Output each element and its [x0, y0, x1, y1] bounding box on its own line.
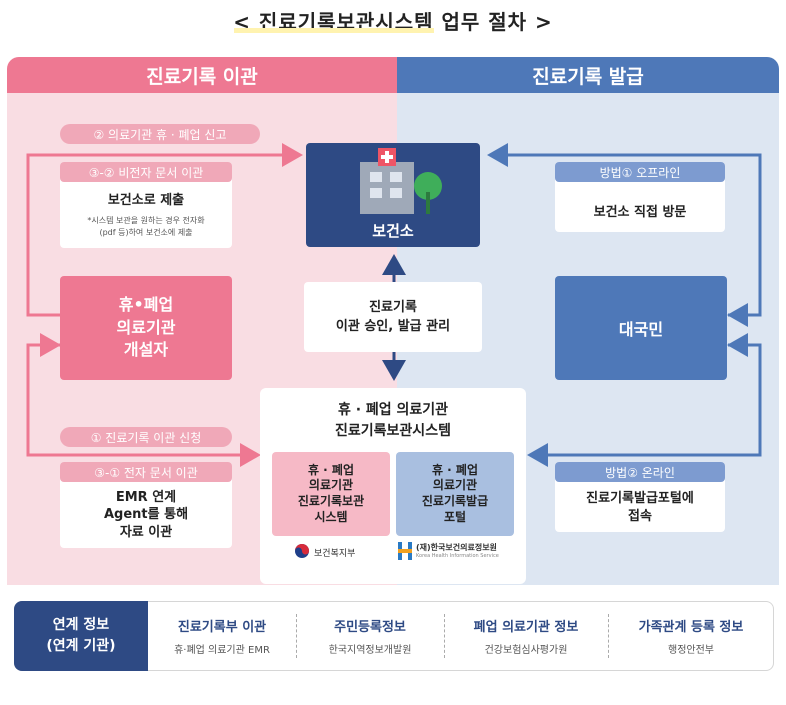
portal-line2: 의료기관: [432, 478, 478, 493]
link-closed-clinic-title: 폐업 의료기관 정보: [473, 620, 579, 635]
khis-logo-icon: [398, 542, 412, 560]
digitize-note-line1: *시스템 보관을 원하는 경우 전자화: [87, 216, 205, 225]
link-family-title: 가족관계 등록 정보: [638, 620, 744, 635]
transfer-header: 진료기록 이관: [7, 57, 397, 93]
digitize-note: *시스템 보관을 원하는 경우 전자화 (pdf 등)하여 보건소에 제출: [60, 212, 232, 242]
storage-line2: 의료기관: [308, 478, 354, 493]
issue-header: 진료기록 발급: [397, 57, 779, 93]
owner-line1: 휴•폐업: [118, 295, 174, 315]
approval-line1: 진료기록: [369, 299, 417, 315]
system-title: 휴 · 폐업 의료기관 진료기록보관시스템: [260, 398, 526, 444]
step2-label: ② 의료기관 휴 · 폐업 신고: [60, 124, 260, 144]
mohw-logo-icon: [295, 544, 309, 558]
digitize-note-line2: (pdf 등)하여 보건소에 제출: [99, 228, 193, 237]
portal-access-text: 진료기록발급포털에 접속: [555, 486, 725, 530]
storage-line4: 시스템: [314, 509, 348, 524]
linkage-label-line1: 연계 정보: [52, 617, 110, 633]
link-family: 가족관계 등록 정보 행정안전부: [608, 601, 774, 671]
link-emr-title: 진료기록부 이관: [177, 620, 267, 635]
closed-clinic-owner: 휴•폐업 의료기관 개설자: [60, 276, 232, 380]
emr-line2: Agent를 통해: [103, 507, 189, 523]
linkage-label-line2: (연계 기관): [46, 638, 116, 654]
emr-agent-text: EMR 연계 Agent를 통해 자료 이관: [60, 484, 232, 546]
step1-label: ① 진료기록 이관 신청: [60, 427, 232, 447]
visit-health-center: 보건소 직접 방문: [593, 204, 687, 220]
issuance-portal: 휴 · 폐업 의료기관 진료기록발급 포털: [396, 452, 514, 536]
link-closed-clinic: 폐업 의료기관 정보 건강보험심사평가원: [444, 601, 608, 671]
health-center-label: 보건소: [372, 221, 414, 240]
citizen-box: 대국민: [555, 276, 727, 380]
submit-to-health-center: 보건소로 제출: [107, 192, 185, 208]
divider: [608, 614, 609, 658]
divider: [296, 614, 297, 658]
emr-line3: 자료 이관: [119, 524, 173, 540]
link-family-source: 행정안전부: [668, 645, 714, 656]
khis-logo-text-en: Korea Health Information Service: [416, 553, 499, 559]
storage-system: 휴 · 폐업 의료기관 진료기록보관 시스템: [272, 452, 390, 536]
arrow-to-health-center: [26, 143, 303, 317]
link-closed-clinic-source: 건강보험심사평가원: [484, 645, 568, 656]
method2-label: 방법② 온라인: [555, 462, 725, 482]
link-resident-title: 주민등록정보: [334, 620, 406, 635]
portal-line3: 진료기록발급: [421, 494, 489, 508]
divider: [444, 614, 445, 658]
link-resident-source: 한국지역정보개발원: [328, 645, 412, 656]
linkage-label: 연계 정보 (연계 기관): [14, 601, 148, 671]
storage-line3: 진료기록보관: [297, 494, 365, 508]
system-title-line1: 휴 · 폐업 의료기관: [337, 402, 449, 418]
portal-access-line1: 진료기록발급포털에: [586, 490, 694, 506]
owner-line3: 개설자: [123, 340, 169, 360]
khis-logo-text: (재)한국보건의료정보원: [416, 543, 497, 552]
hospital-icon: [360, 148, 442, 214]
step3-2-label: ③-② 비전자 문서 이관: [60, 162, 232, 182]
storage-line1: 휴 · 폐업: [307, 462, 355, 477]
owner-line2: 의료기관: [116, 317, 176, 337]
portal-line1: 휴 · 폐업: [431, 462, 479, 477]
mohw-logo-text: 보건복지부: [314, 549, 356, 559]
arrow-to-opener: [28, 155, 58, 315]
step3-1-label: ③-① 전자 문서 이관: [60, 462, 232, 482]
link-resident: 주민등록정보 한국지역정보개발원: [296, 601, 444, 671]
approval-line2: 이관 승인, 발급 관리: [335, 319, 451, 334]
system-title-line2: 진료기록보관시스템: [335, 423, 451, 439]
link-emr: 진료기록부 이관 휴·폐업 의료기관 EMR: [148, 601, 296, 671]
emr-line1: EMR 연계: [115, 489, 177, 505]
link-emr-source: 휴·폐업 의료기관 EMR: [174, 645, 270, 656]
portal-access-line2: 접속: [628, 509, 652, 524]
approval-box: 진료기록 이관 승인, 발급 관리: [304, 282, 482, 352]
method1-label: 방법① 오프라인: [555, 162, 725, 182]
portal-line4: 포털: [443, 509, 467, 524]
title-highlight: [234, 28, 434, 33]
